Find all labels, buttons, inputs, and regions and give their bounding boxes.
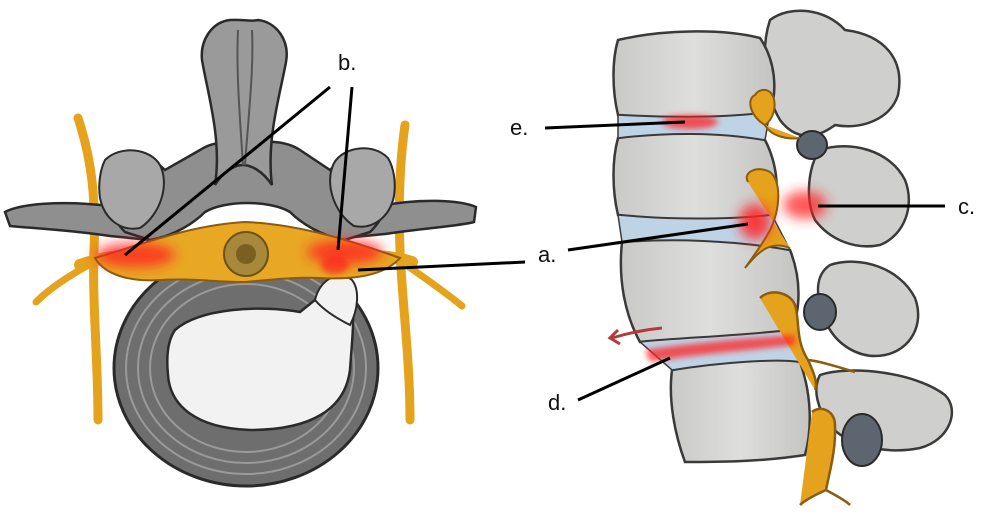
label-b: b. (338, 50, 356, 75)
inflammation-left-root (95, 243, 175, 267)
nerve-root-3 (759, 291, 856, 391)
inflammation-right-root (307, 240, 383, 264)
spinous-ridge-2 (244, 29, 254, 166)
leader-a-to-axial (357, 260, 526, 272)
facet-joint-1 (796, 130, 828, 160)
direction-arrow (607, 326, 663, 346)
axial-vertebra-view (3, 18, 478, 488)
leader-a-to-lateral (567, 222, 749, 252)
articular-process-left (98, 149, 165, 230)
vertebra-4 (669, 359, 811, 464)
inflammation-disc-e (662, 115, 718, 129)
intervertebral-disc-axial (112, 248, 380, 488)
annotations: b. a. c. d. e. (124, 50, 975, 415)
vertebral-bodies (612, 30, 811, 464)
lateral-spine-view (607, 9, 954, 506)
label-d: d. (548, 390, 566, 415)
nerve-root-2 (744, 168, 791, 269)
leader-e (544, 120, 686, 130)
lateral-nerve-roots (744, 88, 856, 506)
facet-joint-3 (841, 413, 883, 467)
inflammation-facet-c (783, 191, 827, 219)
leader-b-1 (124, 85, 331, 257)
facet-joint-2 (803, 293, 837, 331)
nucleus-pulposus (166, 280, 355, 432)
inflammation-herniation (321, 256, 349, 274)
spinous-ridge (236, 29, 244, 166)
vertebra-3 (619, 238, 800, 344)
leader-d (577, 356, 671, 402)
label-a: a. (538, 242, 556, 267)
leader-b-2 (336, 86, 354, 251)
cord-center (236, 244, 256, 264)
label-c: c. (958, 194, 975, 219)
nerve-root-4 (799, 407, 851, 506)
inflammation-disc-d (645, 335, 795, 362)
label-e: e. (510, 115, 528, 140)
spinous-process (200, 18, 288, 186)
inflammation-root-a (739, 204, 771, 240)
nerve-root-1 (749, 88, 801, 140)
